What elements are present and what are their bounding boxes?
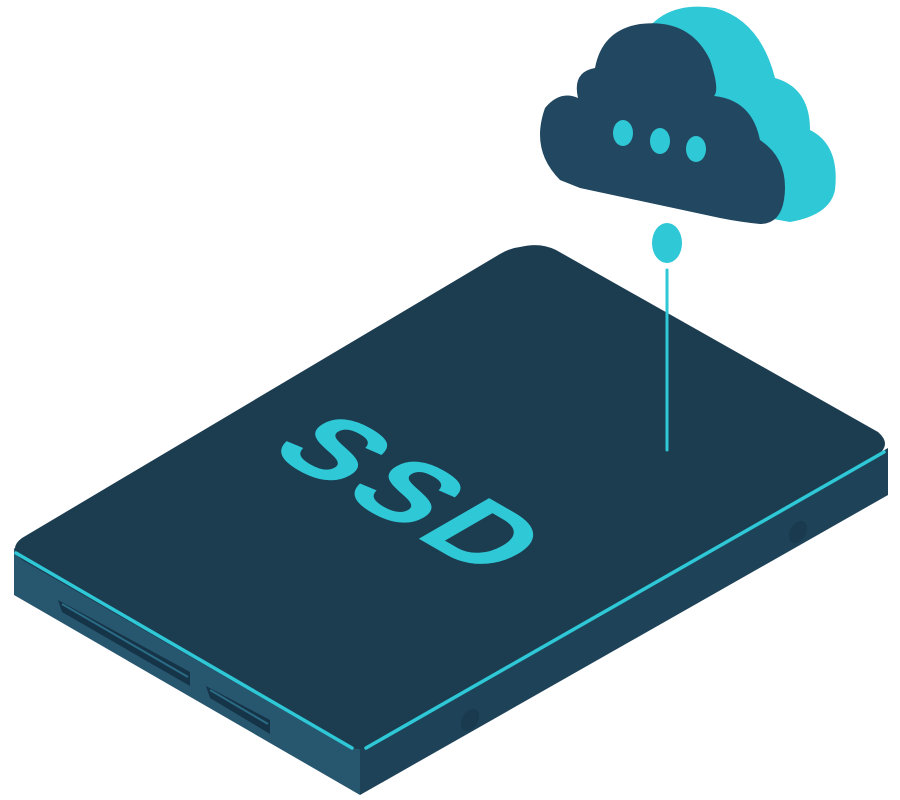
screw-hole-right xyxy=(788,520,808,544)
connection-line-icon xyxy=(652,223,682,452)
ssd-rim-right xyxy=(364,450,886,750)
sata-connector xyxy=(58,600,270,734)
screw-hole-left xyxy=(460,708,480,732)
ssd-rim-left xyxy=(14,551,354,750)
ssd-drive-icon: SSD xyxy=(14,245,888,795)
cloud-dot-3 xyxy=(686,136,706,162)
cloud-icon xyxy=(540,6,836,224)
cloud-dot-1 xyxy=(613,120,633,146)
cloud-dot-2 xyxy=(650,128,670,154)
ssd-side-front-right xyxy=(360,448,888,795)
connection-dot xyxy=(652,223,682,263)
cloud-front xyxy=(540,23,785,224)
